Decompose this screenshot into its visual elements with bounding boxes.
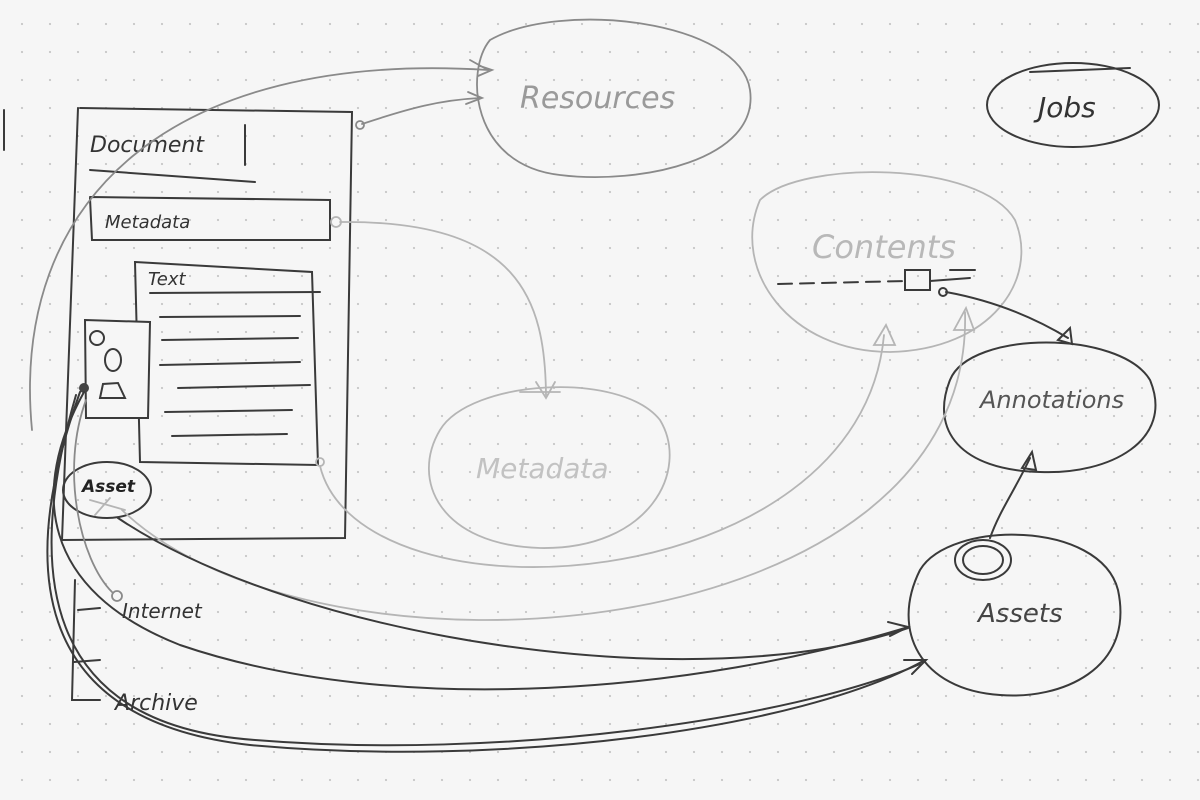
entity-assets[interactable]: Assets — [907, 533, 1122, 697]
document-text-label: Text — [148, 269, 186, 290]
jobs-label: Jobs — [1033, 91, 1096, 124]
arrowhead — [952, 305, 976, 331]
source-bracket: Internet Archive — [70, 579, 203, 716]
asset-cross-mark — [89, 497, 126, 516]
entity-resources[interactable]: Resources — [476, 18, 752, 178]
asset-node[interactable] — [62, 461, 152, 519]
entity-annotations[interactable]: Annotations — [943, 341, 1157, 474]
title-underline — [89, 169, 256, 183]
arrowhead — [903, 659, 929, 675]
metadata-label: Metadata — [476, 452, 609, 485]
entity-metadata[interactable]: Metadata — [428, 386, 671, 549]
arrow-archive-to-assets-second — [50, 394, 921, 747]
resources-label: Resources — [520, 81, 675, 116]
document-metadata-label: Metadata — [105, 212, 190, 233]
contents-label: Contents — [812, 228, 956, 266]
assets-asset-icon — [954, 539, 1012, 581]
arrow-text-to-contents — [319, 334, 885, 568]
metadata-field — [89, 196, 331, 241]
arrow-image-to-internet — [73, 399, 113, 593]
arrowhead — [465, 91, 485, 105]
document-asset-label: Asset — [80, 477, 136, 497]
content-anchor — [904, 269, 931, 291]
arrow-asset-to-assets — [117, 517, 909, 661]
arrowhead — [469, 59, 495, 77]
image-shape-icon — [98, 381, 127, 399]
arrowhead — [1020, 449, 1038, 472]
source-internet: Internet — [122, 599, 203, 623]
text-lines — [149, 291, 321, 437]
arrow-contents-to-annotations — [945, 291, 1069, 339]
source-archive: Archive — [113, 691, 198, 716]
arrow-document-to-resources — [361, 97, 481, 125]
entity-jobs[interactable]: Jobs — [986, 62, 1160, 148]
arrow-archive-to-assets — [46, 391, 926, 753]
document-border — [60, 107, 354, 542]
arrowhead — [1056, 325, 1074, 346]
document-resource-connector[interactable] — [355, 120, 365, 130]
arrowhead — [872, 323, 897, 346]
arrow-assets-to-annotations — [989, 457, 1031, 539]
arrows — [29, 59, 1074, 753]
image-sun-icon — [89, 330, 105, 346]
annotations-label: Annotations — [978, 386, 1124, 414]
image-person-icon — [104, 348, 122, 372]
assets-label: Assets — [976, 599, 1063, 629]
document-sheet: Document Metadata Text Asset — [60, 107, 365, 542]
image-connector[interactable] — [79, 383, 89, 393]
entity-contents[interactable]: Contents — [751, 171, 1023, 353]
arrow-to-resources-outer — [29, 67, 489, 431]
internet-connector[interactable] — [111, 590, 123, 602]
arrow-metadata — [339, 221, 547, 396]
arrowhead — [519, 381, 561, 400]
